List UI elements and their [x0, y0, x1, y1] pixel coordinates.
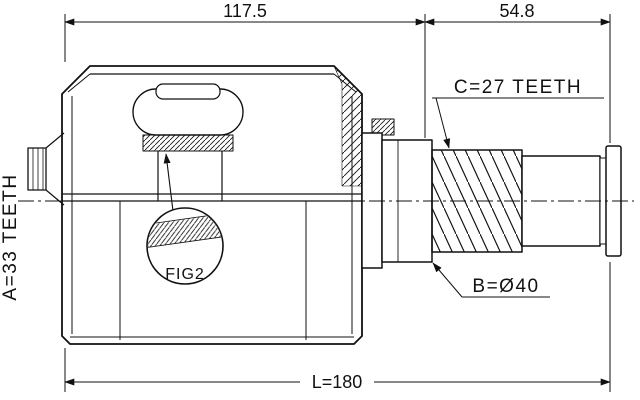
dim-54-8-label: 54.8 [499, 1, 534, 21]
fig2-detail-hatch [148, 213, 222, 248]
diameter-b-label: B=Ø40 [472, 276, 539, 297]
dimension-lines [64, 14, 611, 392]
spline-bore-hatch [142, 134, 234, 152]
fig2-callout: FIG2 [146, 153, 224, 285]
dim-117-5-label: 117.5 [223, 1, 267, 21]
clamp-groove-hatch [371, 118, 395, 136]
shaft-ring-small [361, 132, 383, 269]
leader-spline-c [435, 97, 451, 149]
fig2-leader-arrow [163, 153, 174, 212]
dim-text-mask [300, 371, 374, 392]
inner-race-detail [132, 83, 244, 201]
fig2-label: FIG2 [165, 266, 205, 283]
spline-a-label: A=33 TEETH [0, 173, 21, 300]
spline-c-label: C=27 TEETH [454, 77, 582, 98]
stub-shaft [27, 132, 65, 206]
dim-length-label: L=180 [312, 372, 363, 392]
leader-diameter-b [432, 262, 463, 298]
